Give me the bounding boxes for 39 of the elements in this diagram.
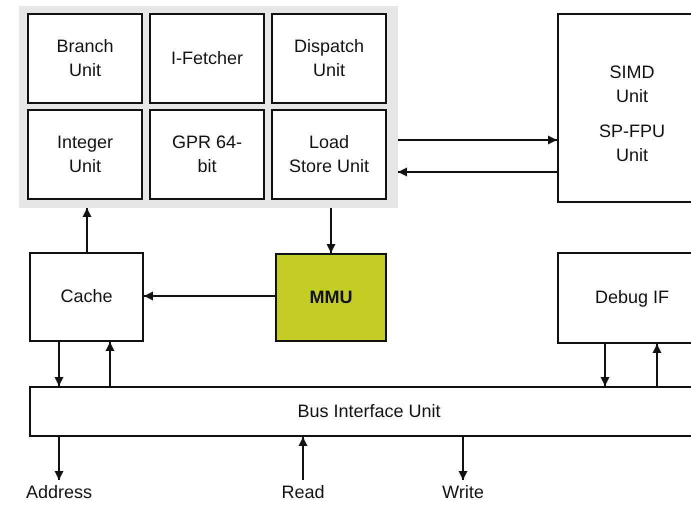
signal-label: Address: [26, 481, 92, 504]
arrow: [298, 437, 308, 480]
unit-cell: [149, 109, 265, 200]
unit-label: SP-FPU Unit: [598, 120, 666, 166]
unit-box: [557, 252, 691, 344]
unit-label: SIMD Unit: [608, 61, 656, 108]
arrow: [326, 208, 336, 253]
arrow: [652, 344, 662, 386]
bus-bar: [29, 386, 691, 437]
core-group-panel: [19, 6, 398, 208]
unit-label: Bus Interface Unit: [297, 400, 441, 423]
arrow: [54, 342, 64, 386]
signal-label: Write: [442, 481, 484, 504]
arrow: [458, 437, 468, 480]
arrow: [54, 437, 64, 480]
unit-cell: [27, 13, 143, 104]
signal-label: Read: [281, 481, 325, 504]
unit-label: I-Fetcher: [170, 46, 244, 70]
arrow: [600, 344, 610, 386]
arrow: [398, 136, 557, 144]
unit-label: MMU: [310, 286, 352, 309]
unit-label: Integer Unit: [56, 131, 114, 178]
unit-cell: [27, 109, 143, 200]
unit-label: Load Store Unit: [288, 131, 370, 178]
mmu-box: [275, 253, 387, 342]
unit-label: Cache: [60, 285, 113, 308]
unit-box: [557, 13, 691, 203]
unit-label: Debug IF: [594, 286, 670, 310]
unit-label: GPR 64-bit: [170, 131, 244, 178]
arrow: [106, 342, 114, 386]
arrow: [144, 292, 275, 300]
unit-cell: [271, 13, 387, 104]
unit-cell: [149, 13, 265, 104]
arrow: [398, 168, 557, 176]
arrow: [82, 208, 92, 252]
unit-label: Dispatch Unit: [292, 35, 366, 82]
unit-label: Branch Unit: [55, 35, 115, 82]
unit-box: [29, 252, 144, 342]
unit-cell: [271, 109, 387, 200]
